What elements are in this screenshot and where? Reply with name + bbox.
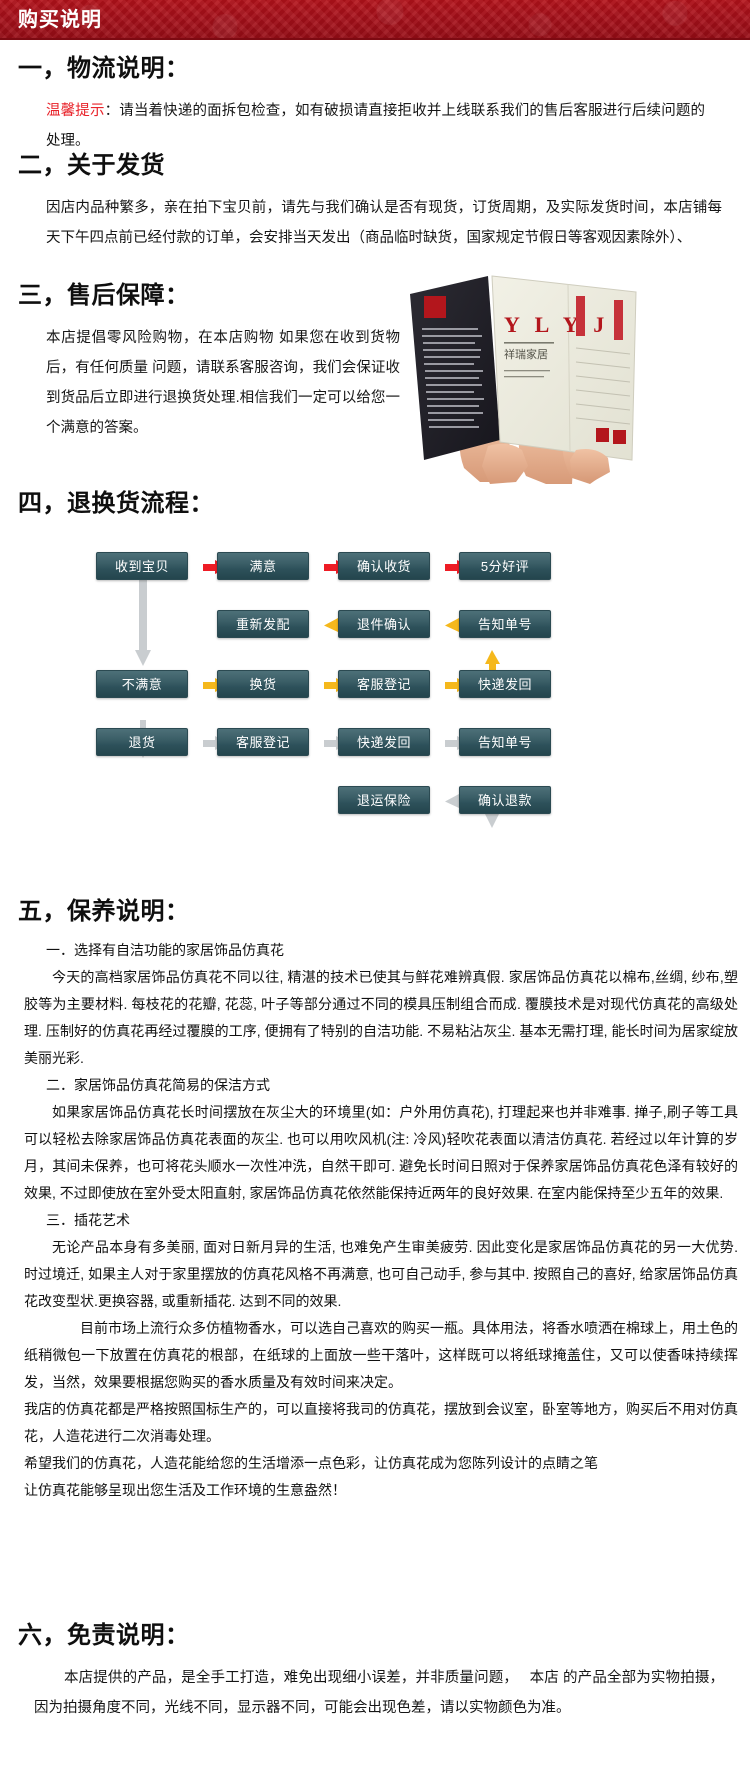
warm-tip-label: 温馨提示 (46, 102, 105, 119)
section-logistics: 一，物流说明： 温馨提示：请当着快递的面拆包检查，如有破损请直接拒收并上线联系我… (0, 55, 750, 156)
flow-node-service-record-return[interactable]: 客服登记 (217, 728, 309, 756)
flow-node-receive-item[interactable]: 收到宝贝 (96, 552, 188, 580)
care-paragraph-4: 目前市场上流行众多仿植物香水，可以选自己喜欢的购买一瓶。具体用法，将香水喷洒在棉… (24, 1319, 738, 1390)
flow-node-tell-tracking-number-return[interactable]: 告知单号 (459, 728, 551, 756)
section-after-sale-body: 本店提倡零风险购物，在本店购物 如果您在收到货物后，有任何质量 问题，请联系客服… (46, 329, 400, 436)
care-subheading-2: 二．家居饰品仿真花简易的保洁方式 (46, 1076, 270, 1093)
flow-node-exchange[interactable]: 换货 (217, 670, 309, 698)
vlink-receive-to-unsatisfied (134, 580, 152, 668)
flow-node-express-back-return[interactable]: 快递发回 (338, 728, 430, 756)
section-logistics-body: 温馨提示：请当着快递的面拆包检查，如有破损请直接拒收并上线联系我们的售后客服进行… (0, 96, 750, 156)
thumb-shape (482, 443, 610, 484)
care-subheading-1: 一．选择有自洁功能的家居饰品仿真花 (46, 941, 284, 958)
page-banner: 购买说明 (0, 0, 750, 40)
care-paragraph-1: 今天的高档家居饰品仿真花不同以往, 精湛的技术已使其与鲜花难辨真假. 家居饰品仿… (24, 968, 738, 1066)
section-care: 五，保养说明： 一．选择有自洁功能的家居饰品仿真花 今天的高档家居饰品仿真花不同… (0, 898, 750, 1504)
flow-node-confirm-refund[interactable]: 确认退款 (459, 786, 551, 814)
care-paragraph-6: 希望我们的仿真花，人造花能给您的生活增添一点色彩，让仿真花成为您陈列设计的点睛之… (24, 1454, 598, 1471)
flow-node-unsatisfied[interactable]: 不满意 (96, 670, 188, 698)
returns-flowchart: 收到宝贝 满意 确认收货 5分好评 重新发配 退件确认 告知单号 不满意 换货 … (0, 548, 750, 828)
section-returns: 四，退换货流程： (0, 490, 750, 519)
warm-tip-body: ：请当着快递的面拆包检查，如有破损请直接拒收并上线联系我们的售后客服进行后续问题… (46, 102, 705, 149)
flow-node-tell-tracking-number[interactable]: 告知单号 (459, 610, 551, 638)
flow-node-return-confirm[interactable]: 退件确认 (338, 610, 430, 638)
care-paragraph-3: 无论产品本身有多美丽, 面对日新月异的生活, 也难免产生审美疲劳. 因此变化是家… (24, 1238, 738, 1309)
section-care-heading: 五，保养说明： (18, 898, 190, 925)
flow-node-return-goods[interactable]: 退货 (96, 728, 188, 756)
flow-node-express-back-exchange[interactable]: 快递发回 (459, 670, 551, 698)
section-disclaimer-heading: 六，免责说明： (18, 1622, 190, 1649)
care-paragraph-7: 让仿真花能够呈现出您生活及工作环境的生意盎然！ (24, 1481, 346, 1498)
flow-node-redispatch[interactable]: 重新发配 (217, 610, 309, 638)
flow-node-five-star-review[interactable]: 5分好评 (459, 552, 551, 580)
flow-node-return-shipping-insurance[interactable]: 退运保险 (338, 786, 430, 814)
section-logistics-heading: 一，物流说明： (18, 55, 190, 82)
flow-node-satisfied[interactable]: 满意 (217, 552, 309, 580)
section-shipping-body: 因店内品种繁多，亲在拍下宝贝前，请先与我们确认是否有现货，订货周期，及实际发货时… (46, 199, 722, 246)
care-subheading-3: 三．插花艺术 (46, 1211, 130, 1228)
section-after-sale: 三，售后保障： 本店提倡零风险购物，在本店购物 如果您在收到货物后，有任何质量 … (0, 282, 750, 443)
section-returns-heading: 四，退换货流程： (18, 490, 214, 517)
flow-node-confirm-receipt[interactable]: 确认收货 (338, 552, 430, 580)
section-disclaimer-body: 本店提供的产品，是全手工打造，难免出现细小误差，并非质量问题， 本店 的产品全部… (34, 1669, 724, 1716)
care-paragraph-5: 我店的仿真花都是严格按照国标生产的，可以直接将我司的仿真花，摆放到会议室，卧室等… (24, 1400, 738, 1444)
care-paragraph-2: 如果家居饰品仿真花长时间摆放在灰尘大的环境里(如：户外用仿真花), 打理起来也并… (24, 1103, 738, 1201)
flow-node-service-record-exchange[interactable]: 客服登记 (338, 670, 430, 698)
section-disclaimer: 六，免责说明： 本店提供的产品，是全手工打造，难免出现细小误差，并非质量问题， … (0, 1622, 750, 1723)
section-shipping-heading: 二，关于发货 (18, 152, 165, 179)
page-title: 购买说明 (18, 9, 102, 31)
section-after-sale-heading: 三，售后保障： (18, 282, 190, 309)
section-shipping: 二，关于发货 因店内品种繁多，亲在拍下宝贝前，请先与我们确认是否有现货，订货周期… (0, 152, 750, 253)
